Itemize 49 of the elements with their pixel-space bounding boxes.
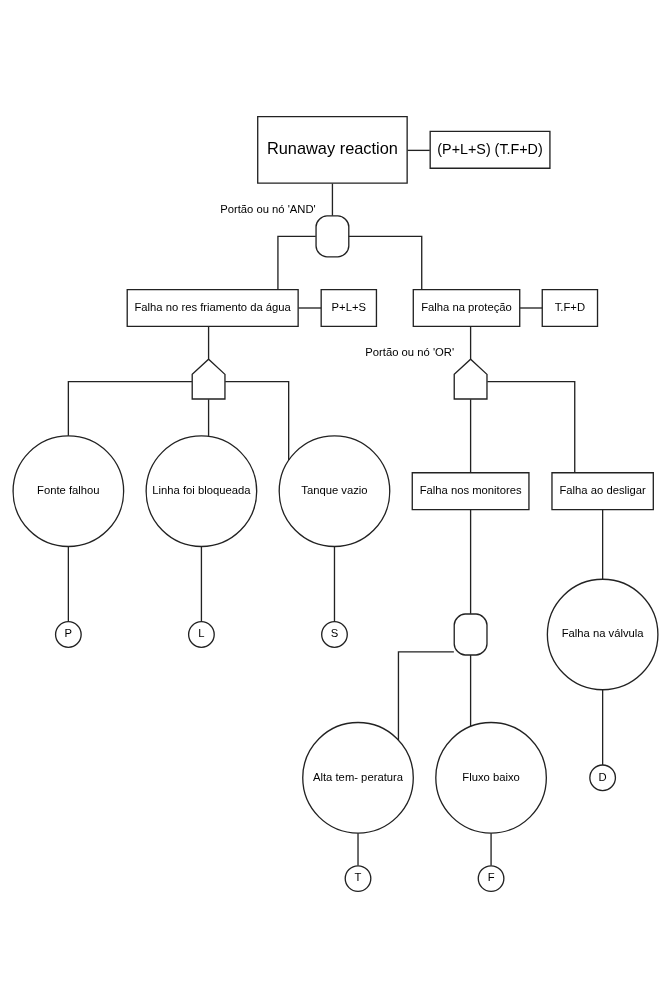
connector [224,381,289,461]
connector [356,832,359,867]
connector [469,325,471,360]
node-box: Falha no res friamento da água [126,288,299,328]
node-circle: Alta tem- peratura [301,721,414,834]
connector [518,307,543,309]
node-circle: F [477,865,505,893]
connector [67,545,69,623]
connector [469,509,471,615]
connector [67,381,193,437]
connector [207,398,209,437]
node-and-gate [453,613,488,656]
connector [406,149,430,152]
node-box: Falha ao desligar [550,472,654,511]
connector [486,381,575,474]
connector [601,689,603,766]
node-circle: D [588,764,616,792]
node-circle: Fluxo baixo [434,721,547,834]
connector [331,182,333,217]
node-circle: T [344,865,371,893]
connector [207,325,209,360]
connector [469,398,471,474]
node-box: Falha nos monitores [411,472,530,511]
connector [276,235,316,291]
node-or-gate [453,358,488,400]
node-box: (P+L+S) (T.F+D) [429,130,551,169]
node-circle: L [187,621,215,648]
node-circle: Falha na válvula [546,578,659,691]
connector [469,654,471,728]
node-and-gate [314,215,349,258]
connector [489,832,492,867]
connector [200,545,202,623]
node-box: P+L+S [320,288,377,328]
node-label: Portão ou nó 'OR' [364,345,454,358]
node-box: T.F+D [541,288,598,328]
node-circle: Linha foi bloqueada [145,435,257,548]
connector [601,509,603,580]
connector [347,235,422,291]
node-box: Falha na proteção [412,288,520,328]
node-circle: P [54,621,82,648]
connector [397,651,455,741]
node-circle: S [320,621,348,648]
connector [333,545,335,623]
node-circle: Fonte falhou [11,435,124,548]
node-label: Portão ou nó 'AND' [219,202,316,215]
node-box: Runaway reaction [256,115,408,184]
node-or-gate [191,358,226,400]
node-circle: Tanque vazio [278,435,390,548]
connector [297,307,322,309]
